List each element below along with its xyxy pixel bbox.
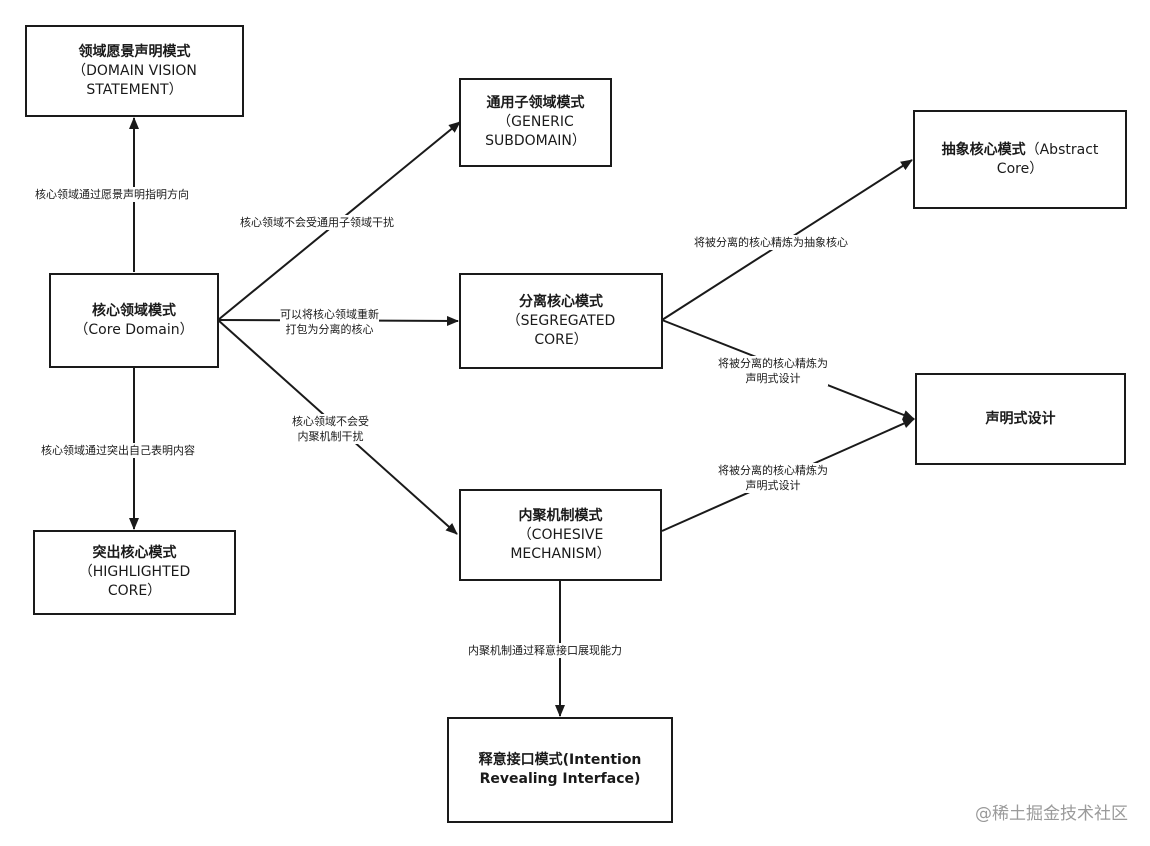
node-declarative-design: 声明式设计 [915, 373, 1126, 465]
node-title: 通用子领域模式 [486, 95, 585, 111]
node-subtitle: （GENERIC SUBDOMAIN） [485, 114, 586, 149]
node-title: 声明式设计 [985, 410, 1056, 427]
edge-label-line-2: 打包为分离的核心 [285, 323, 374, 336]
edge-label-line-2: 声明式设计 [745, 372, 801, 385]
edge-label-core-vision: 核心领域通过愿景声明指明方向 [35, 187, 189, 202]
node-title: 内聚机制模式 [518, 507, 603, 524]
edge-label-core-segregated: 可以将核心领域重新 打包为分离的核心 [280, 307, 379, 337]
node-generic-subdomain: 通用子领域模式 （GENERIC SUBDOMAIN） [459, 78, 612, 167]
node-cohesive-mechanism: 内聚机制模式 （COHESIVE MECHANISM） [459, 489, 662, 581]
edge-label-text: 将被分离的核心精炼为抽象核心 [694, 236, 848, 249]
node-segregated-core: 分离核心模式 （SEGREGATED CORE） [459, 273, 663, 369]
node-label: 抽象核心模式（Abstract Core） [921, 141, 1119, 179]
edge-label-core-cohesive: 核心领域不会受 内聚机制干扰 [292, 414, 369, 444]
edge-label-line-1: 将被分离的核心精炼为 [718, 357, 828, 370]
node-title: 释意接口模式(Intention Revealing Interface) [478, 752, 642, 787]
node-highlighted-core: 突出核心模式 （HIGHLIGHTED CORE） [33, 530, 236, 615]
node-subtitle: （HIGHLIGHTED CORE） [78, 564, 191, 599]
node-core-domain: 核心领域模式 （Core Domain） [49, 273, 219, 368]
edge-label-line-2: 声明式设计 [745, 479, 801, 492]
node-abstract-core: 抽象核心模式（Abstract Core） [913, 110, 1127, 209]
node-subtitle: （Abstract Core） [996, 141, 1099, 177]
node-title: 分离核心模式 [519, 293, 603, 310]
node-subtitle: （DOMAIN VISION STATEMENT） [72, 62, 197, 98]
node-subtitle: （SEGREGATED CORE） [506, 312, 616, 348]
node-title: 核心领域模式 [92, 302, 176, 319]
node-title: 抽象核心模式 [941, 141, 1026, 158]
edge-label-cohesive-intention: 内聚机制通过释意接口展现能力 [468, 643, 622, 658]
edge-label-text: 核心领域通过愿景声明指明方向 [35, 188, 189, 201]
edge-label-line-2: 内聚机制干扰 [297, 430, 364, 443]
node-domain-vision-statement: 领域愿景声明模式 （DOMAIN VISION STATEMENT） [25, 25, 244, 117]
node-title: 领域愿景声明模式 [78, 43, 191, 60]
watermark: @稀土掘金技术社区 [975, 804, 1128, 824]
edge-label-segregated-declarative: 将被分离的核心精炼为 声明式设计 [718, 356, 828, 386]
edge-label-line-1: 可以将核心领域重新 [280, 308, 379, 321]
node-title: 突出核心模式 [92, 545, 177, 561]
edge-label-cohesive-declarative: 将被分离的核心精炼为 声明式设计 [718, 463, 828, 493]
edge-label-line-1: 将被分离的核心精炼为 [718, 464, 828, 477]
edge-label-core-highlighted: 核心领域通过突出自己表明内容 [41, 443, 195, 458]
node-subtitle: （COHESIVE MECHANISM） [510, 526, 611, 562]
edge-label-segregated-abstract: 将被分离的核心精炼为抽象核心 [694, 235, 848, 250]
node-intention-revealing-interface: 释意接口模式(Intention Revealing Interface) [447, 717, 673, 823]
edge-label-core-generic: 核心领域不会受通用子领域干扰 [240, 215, 394, 230]
edge-label-text: 内聚机制通过释意接口展现能力 [468, 644, 622, 657]
edge-label-text: 核心领域不会受通用子领域干扰 [240, 216, 394, 229]
edge-label-text: 核心领域通过突出自己表明内容 [41, 444, 195, 457]
node-subtitle: （Core Domain） [74, 321, 194, 338]
edge-label-line-1: 核心领域不会受 [292, 415, 369, 428]
